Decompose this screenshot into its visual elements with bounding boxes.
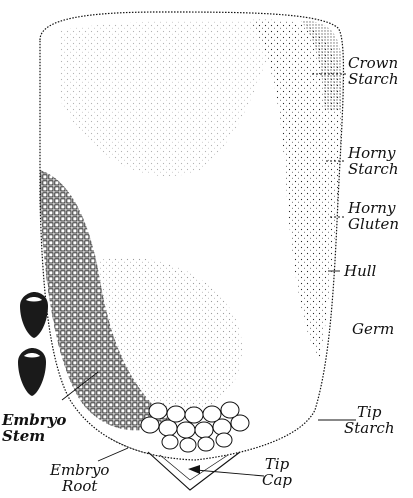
label-embryo-root: Embryo Root: [50, 462, 109, 494]
label-crown-starch: Crown Starch: [348, 55, 398, 87]
label-tip-cap: Tip Cap: [262, 456, 292, 488]
label-embryo-stem: Embryo Stem: [2, 412, 66, 444]
seed-icon: [20, 292, 48, 338]
label-horny-starch: Horny Starch: [348, 145, 398, 177]
label-horny-gluten: Horny Gluten: [348, 200, 399, 232]
seed-icon: [18, 348, 46, 396]
label-hull: Hull: [344, 263, 376, 279]
label-tip-starch: Tip Starch: [344, 404, 394, 436]
label-germ: Germ: [352, 321, 394, 337]
